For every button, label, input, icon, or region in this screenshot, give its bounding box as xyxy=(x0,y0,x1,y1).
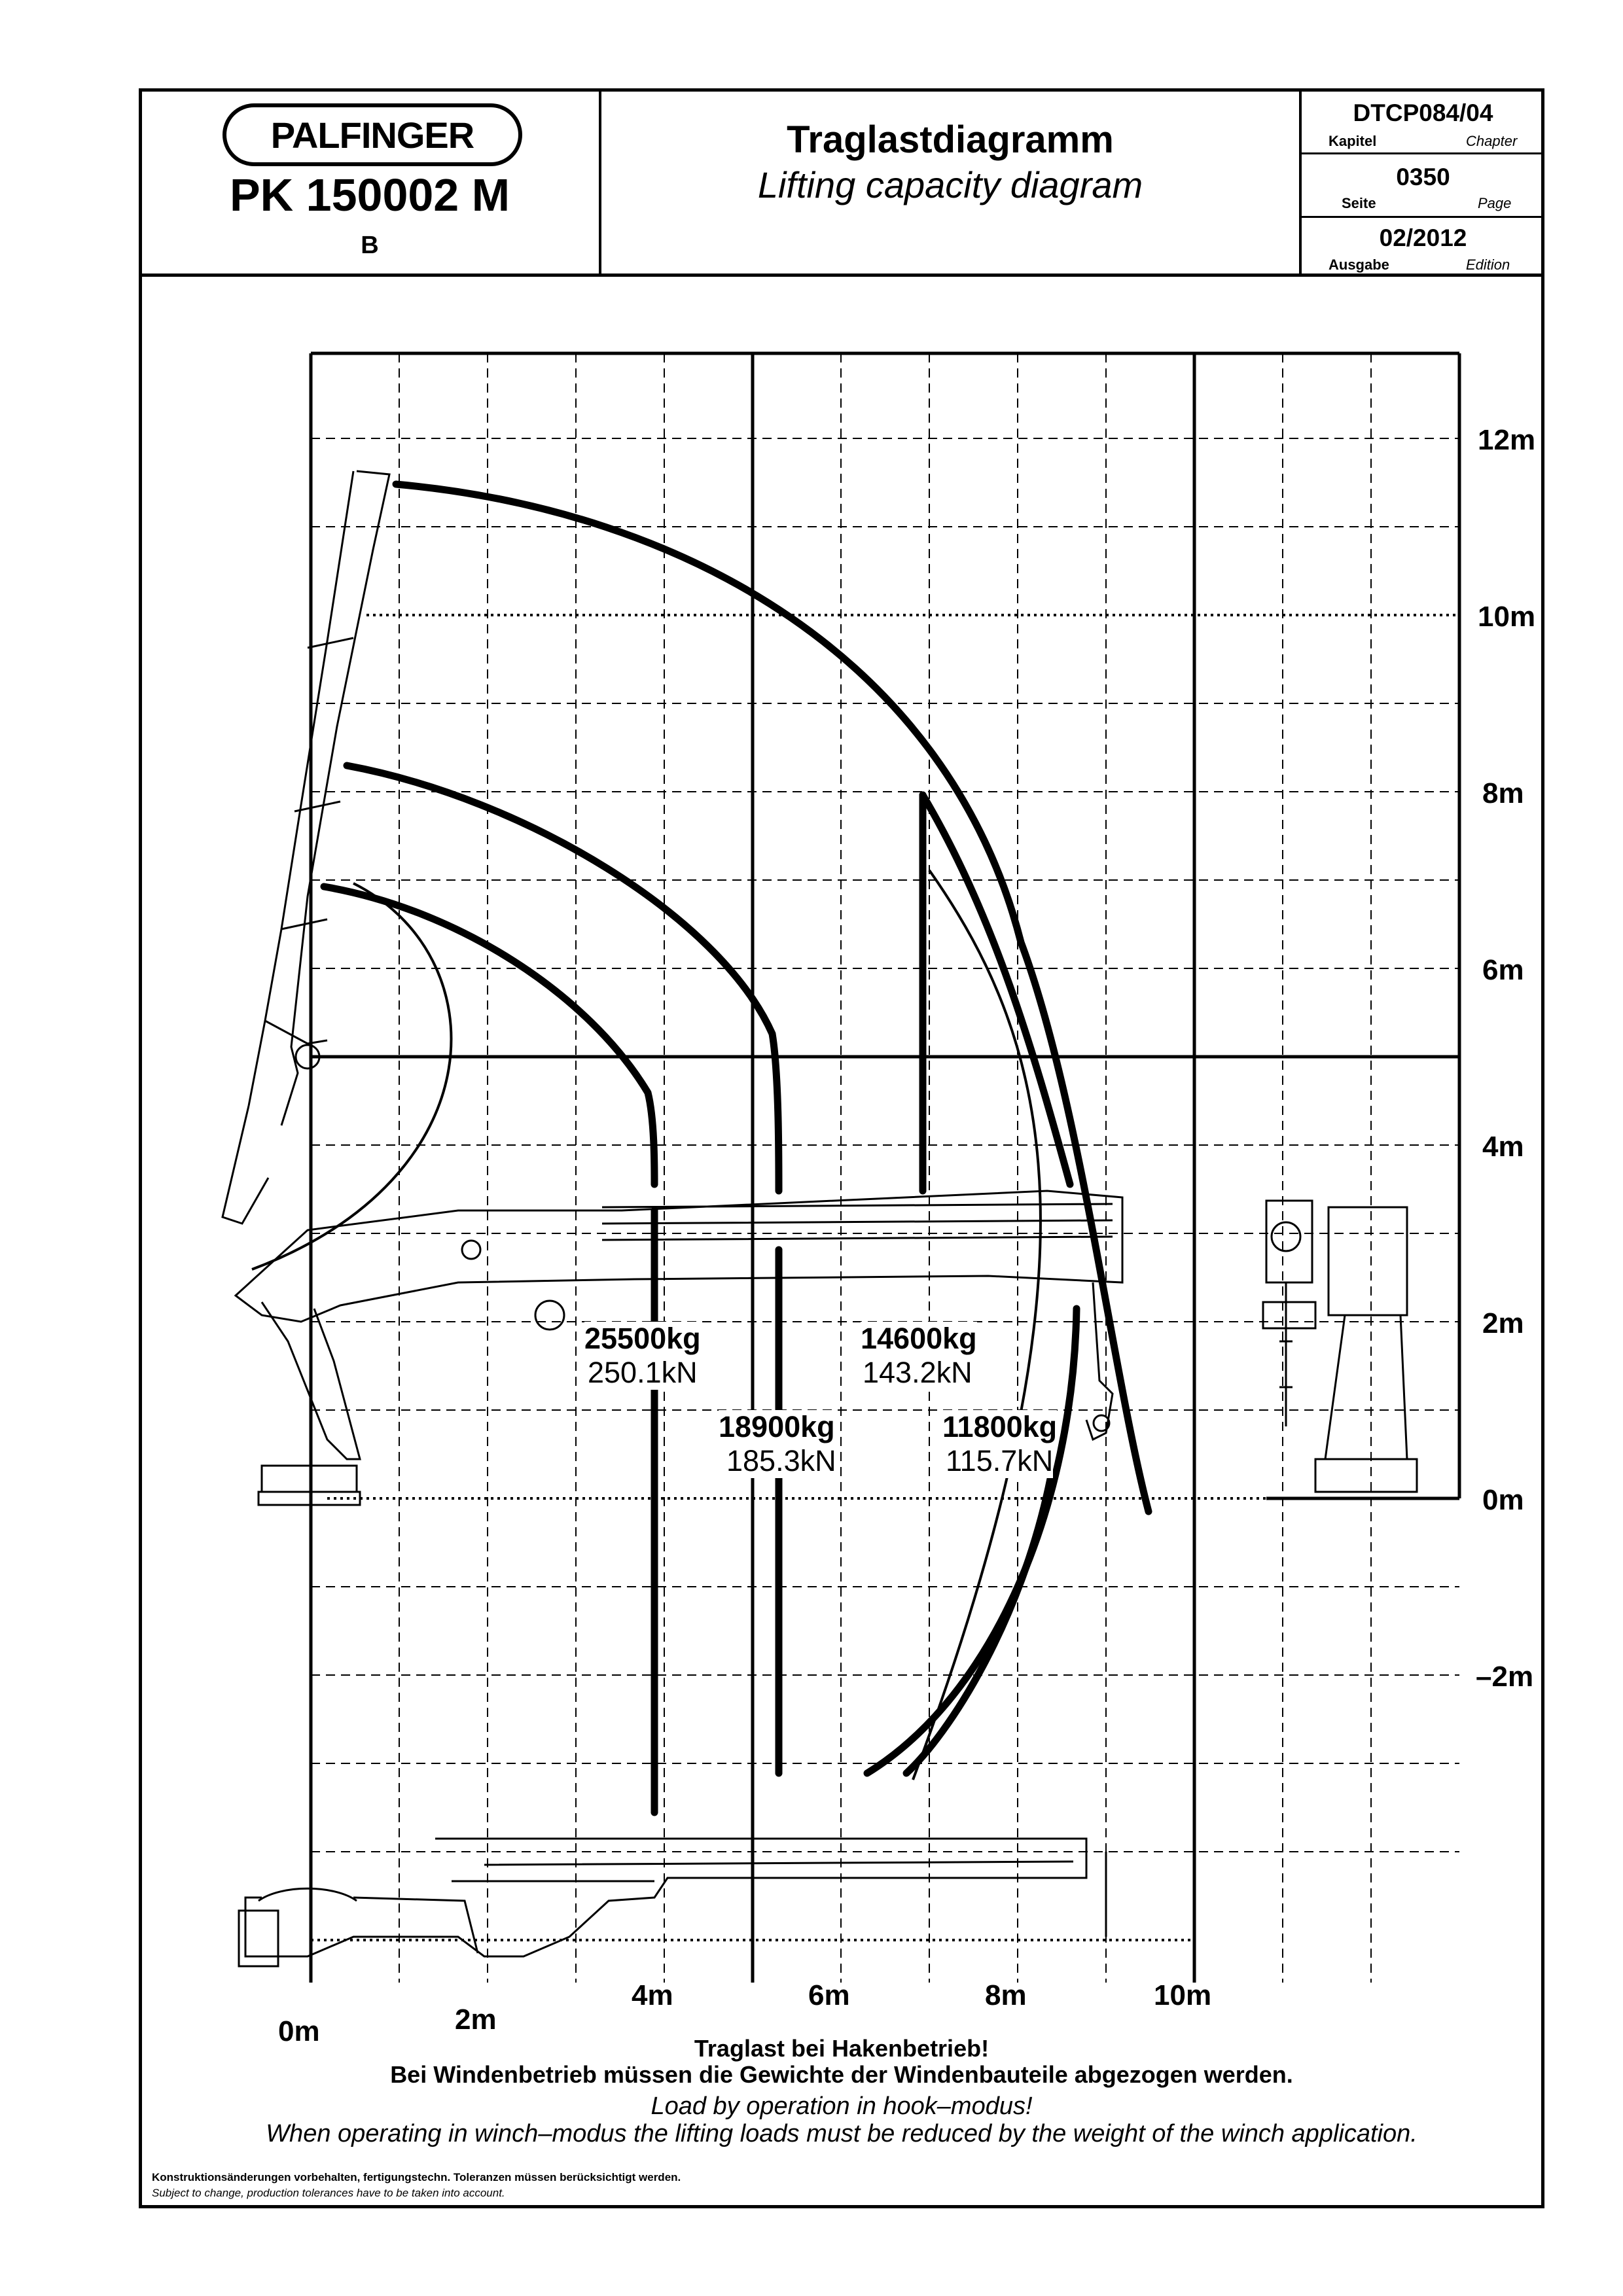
title-english: Lifting capacity diagram xyxy=(757,164,1143,205)
curve-11800-arc xyxy=(919,791,1074,1188)
load-curves xyxy=(320,480,1152,1816)
header-bottom-rule xyxy=(139,274,1544,277)
inner-arc xyxy=(251,882,453,1271)
load-kg-14600: 14600kg xyxy=(861,1322,977,1356)
y-label-minus-2m: –2m xyxy=(1476,1661,1534,1693)
header-divider-right xyxy=(1299,88,1302,277)
curve-25500 xyxy=(320,883,658,1188)
footer-german: Konstruktionsänderungen vorbehalten, fer… xyxy=(152,2171,681,2183)
model-variant: B xyxy=(361,232,379,259)
note-english-line1: Load by operation in hook–modus! xyxy=(651,2093,1033,2120)
y-label-2m: 2m xyxy=(1482,1307,1524,1339)
note-english-line2: When operating in winch–modus the liftin… xyxy=(266,2120,1418,2147)
grid-minor xyxy=(311,353,1459,1983)
load-kn-11800: 115.7kN xyxy=(946,1444,1054,1478)
load-kn-14600: 143.2kN xyxy=(863,1356,972,1390)
header-cell-rule-1 xyxy=(1299,152,1544,154)
curve-14600 xyxy=(343,762,783,1195)
y-label-4m: 4m xyxy=(1482,1131,1524,1163)
x-label-6m: 6m xyxy=(808,1979,850,2011)
load-kg-18900: 18900kg xyxy=(719,1410,835,1444)
y-label-6m: 6m xyxy=(1482,954,1524,986)
header-divider-left xyxy=(599,88,601,277)
load-kn-25500: 250.1kN xyxy=(588,1356,698,1390)
lower-curve-b xyxy=(902,1475,1054,1777)
page-number: 0350 xyxy=(1396,164,1450,190)
crane-folded-view xyxy=(238,1837,1107,1968)
load-kg-11800: 11800kg xyxy=(942,1410,1058,1444)
model-name: PK 150002 M xyxy=(229,169,510,221)
y-label-0m: 0m xyxy=(1482,1484,1524,1516)
load-kn-18900: 185.3kN xyxy=(726,1444,836,1478)
brand-name: PALFINGER xyxy=(270,114,474,156)
page-label-en: Page xyxy=(1478,195,1512,211)
footer-english: Subject to change, production tolerances… xyxy=(152,2187,505,2199)
x-label-10m: 10m xyxy=(1154,1979,1212,2011)
x-label-4m: 4m xyxy=(632,1979,673,2011)
load-kg-25500: 25500kg xyxy=(584,1322,701,1356)
x-label-0m: 0m xyxy=(278,2015,320,2047)
chapter-label-en: Chapter xyxy=(1466,133,1518,149)
crane-end-view xyxy=(1262,1199,1418,1493)
chapter-label-de: Kapitel xyxy=(1329,133,1377,149)
thin-outer-arc xyxy=(912,869,1042,1780)
document-code: DTCP084/04 xyxy=(1353,99,1493,126)
edition-label-en: Edition xyxy=(1466,256,1510,273)
y-label-10m: 10m xyxy=(1478,601,1536,633)
page-label-de: Seite xyxy=(1342,195,1376,211)
edition-date: 02/2012 xyxy=(1379,224,1467,251)
page-frame xyxy=(139,88,1544,2208)
grid-dotted xyxy=(311,614,1459,1941)
x-label-2m: 2m xyxy=(455,2004,497,2036)
header-cell-rule-2 xyxy=(1299,216,1544,218)
palfinger-logo: PALFINGER xyxy=(223,103,522,166)
note-german-line1: Traglast bei Hakenbetrieb! xyxy=(694,2035,990,2062)
note-german-line2: Bei Windenbetrieb müssen die Gewichte de… xyxy=(390,2061,1293,2088)
title-german: Traglastdiagramm xyxy=(787,118,1114,161)
crane-side-view xyxy=(221,470,1124,1506)
y-label-8m: 8m xyxy=(1482,777,1524,809)
x-label-8m: 8m xyxy=(985,1979,1027,2011)
grid-major xyxy=(309,351,1461,1983)
thin-curves xyxy=(251,869,1042,1780)
outer-reach-curve xyxy=(392,480,1152,1515)
edition-label-de: Ausgabe xyxy=(1329,256,1389,273)
y-label-12m: 12m xyxy=(1478,424,1536,456)
